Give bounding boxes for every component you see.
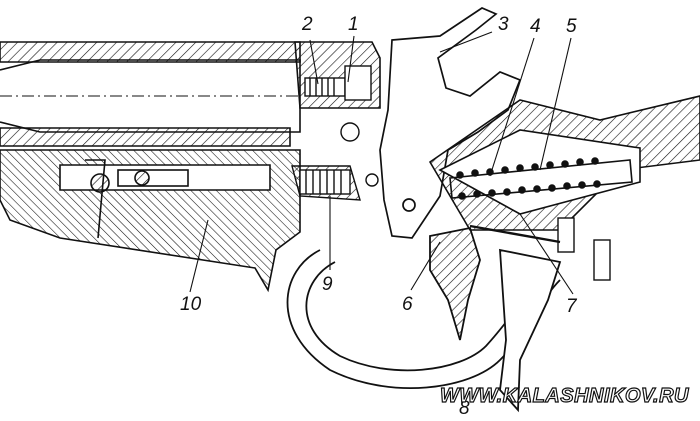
- spring-housing: [428, 95, 700, 231]
- hammer: [379, 7, 522, 239]
- callout-5: 5: [566, 16, 577, 37]
- callout-2: 2: [301, 14, 313, 35]
- callout-1: 1: [348, 14, 359, 35]
- barrel-section: [0, 41, 381, 147]
- callout-6: 6: [402, 294, 413, 315]
- callout-7: 7: [566, 296, 578, 317]
- callout-8: 8: [459, 398, 470, 419]
- stock-body: [0, 149, 301, 293]
- lower-screws: [469, 217, 611, 281]
- callout-3: 3: [498, 14, 509, 35]
- callout-4: 4: [530, 16, 541, 37]
- callout-9: 9: [322, 274, 333, 295]
- leader-lines: [189, 31, 574, 295]
- callout-labels: 1 2 3 4 5 6 7 8 9 10: [180, 14, 578, 419]
- watermark: WWW.KALASHNIKOV.RU: [440, 385, 689, 407]
- upper-screw: [304, 65, 372, 101]
- sear-spring: [291, 122, 379, 201]
- callout-10: 10: [180, 294, 202, 315]
- trigger-guard: [286, 226, 562, 413]
